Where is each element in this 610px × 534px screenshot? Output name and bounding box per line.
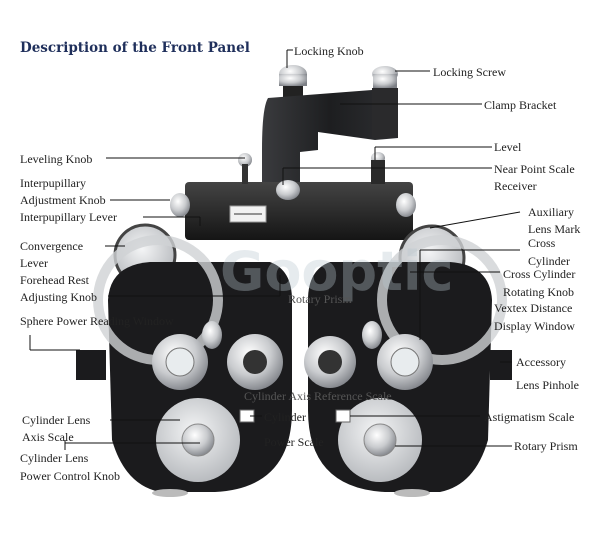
interpupillary-adjustment-knob	[170, 193, 190, 217]
clamp-bracket	[262, 90, 398, 210]
left-accessory-holder	[76, 350, 106, 380]
label-axis-scale: Axis Scale	[22, 430, 74, 444]
label-cylinder-axis-reference-scale: Cylinder Axis Reference Scale	[244, 389, 392, 403]
label-cross-cylinder: Cross Cylinder	[503, 267, 576, 281]
label-lever: Lever	[20, 256, 48, 270]
label-cylinder-lens: Cylinder Lens	[22, 413, 91, 427]
label-sphere-window: Sphere Power Reading Window	[20, 314, 174, 328]
label-astigmatism-scale: Astigmatism Scale	[484, 410, 575, 424]
label-forehead-rest: Forehead Rest	[20, 273, 89, 287]
label-locking-screw: Locking Screw	[433, 65, 506, 79]
label-rotating-knob: Rotating Knob	[503, 285, 574, 299]
label-near-point-scale: Near Point Scale	[494, 162, 575, 176]
label-rotary-prism-overlay: Rotary Prism	[288, 292, 352, 306]
label-cylinder-lens-2: Cylinder Lens	[20, 451, 89, 465]
label-rotary-prism: Rotary Prism	[514, 439, 578, 453]
label-power-scale: Power Scale	[264, 435, 324, 449]
label-lens-mark: Lens Mark	[528, 222, 581, 236]
right-accessory-holder	[490, 350, 512, 380]
label-accessory: Accessory	[516, 355, 566, 369]
forehead-rest-knob	[276, 180, 300, 200]
label-cross: Cross	[528, 236, 556, 250]
page-title: Description of the Front Panel	[20, 40, 250, 56]
label-power-control-knob: Power Control Knob	[20, 469, 120, 483]
label-receiver: Receiver	[494, 179, 537, 193]
label-auxiliary: Auxiliary	[528, 205, 574, 219]
label-vertex-distance: Vextex Distance	[494, 301, 573, 315]
leveling-knob	[238, 153, 252, 167]
near-point-scale-receiver	[396, 193, 416, 217]
label-clamp-bracket: Clamp Bracket	[484, 98, 557, 112]
leader-lines	[29, 49, 521, 450]
label-adjustment-knob: Adjustment Knob	[20, 193, 106, 207]
label-convergence: Convergence	[20, 239, 84, 253]
label-display-window: Display Window	[494, 319, 575, 333]
astigmatism-window	[335, 409, 351, 423]
label-level: Level	[494, 140, 522, 154]
label-locking-knob: Locking Knob	[294, 44, 364, 58]
label-adjusting-knob: Adjusting Knob	[20, 290, 98, 304]
label-cylinder: Cylinder	[528, 254, 570, 268]
right-rotary-prism-knob	[363, 423, 397, 457]
label-lens-pinhole: Lens Pinhole	[516, 378, 579, 392]
label-leveling-knob: Leveling Knob	[20, 152, 93, 166]
label-interpupillary-lever: Interpupillary Lever	[20, 210, 117, 224]
label-interpupillary: Interpupillary	[20, 176, 86, 190]
crossbar	[185, 182, 413, 240]
left-power-control-knob	[181, 423, 215, 457]
label-cylinder-power: Cylinder	[264, 410, 306, 424]
